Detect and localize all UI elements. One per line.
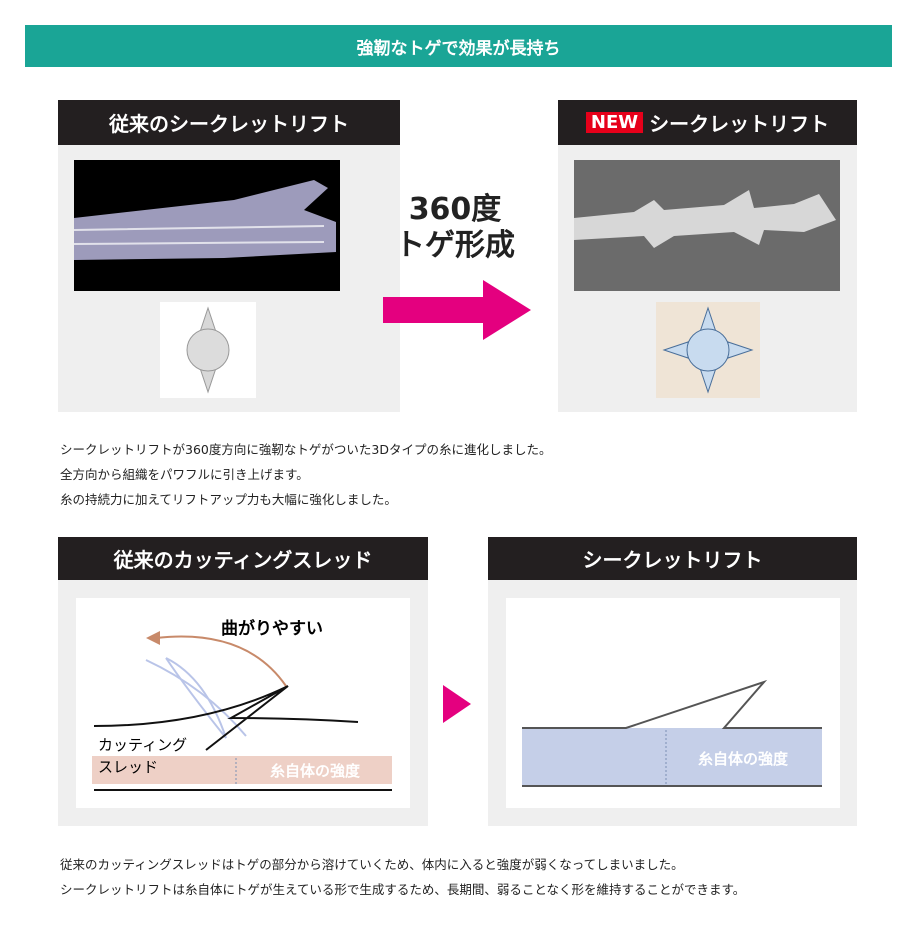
old-thread-photo xyxy=(74,160,340,291)
description-2-line: シークレットリフトは糸自体にトゲが生えている形で生成するため、長期間、弱ることな… xyxy=(60,882,746,897)
new-badge: NEW xyxy=(585,112,644,133)
description-1-line: シークレットリフトが360度方向に強靭なトゲがついた3Dタイプの糸に進化しました… xyxy=(60,442,552,457)
new-thread-title: シークレットリフト xyxy=(649,112,830,136)
right-arrow-icon xyxy=(383,280,531,340)
old-thread-title: 従来のシークレットリフト xyxy=(58,100,400,145)
description-2-line: 従来のカッティングスレッドはトゲの部分から溶けていくため、体内に入ると強度が弱く… xyxy=(60,857,684,872)
bend-label: 曲がりやすい xyxy=(221,619,323,639)
new-thread-panel: NEW シークレットリフト xyxy=(558,100,857,412)
cutting-thread-drawing xyxy=(92,631,392,791)
middle-label-360: 360度 xyxy=(408,192,502,227)
description-1: シークレットリフトが360度方向に強靭なトゲがついた3Dタイプの糸に進化しました… xyxy=(60,437,551,512)
new-thread-title-bar: NEW シークレットリフト xyxy=(558,100,857,145)
old-thread-panel: 従来のシークレットリフト xyxy=(58,100,400,412)
middle-caption: 360度 トゲ形成 xyxy=(385,192,525,264)
cutting-thread-label: カッティング スレッド xyxy=(98,734,187,778)
cutting-thread-panel: 従来のカッティングスレッド 曲がりやすい カッティング スレッド 糸自体の強度 xyxy=(58,537,428,826)
description-1-line: 全方向から組織をパワフルに引き上げます。 xyxy=(60,467,309,482)
middle-label-barb: トゲ形成 xyxy=(395,228,515,263)
left-strength-label: 糸自体の強度 xyxy=(270,762,361,780)
cutting-thread-label-1: カッティング xyxy=(98,736,188,754)
cutting-thread-label-2: スレッド xyxy=(98,758,159,776)
old-cross-section-icon xyxy=(160,302,256,398)
play-triangle-icon xyxy=(443,685,471,723)
section-header: 強靭なトゲで効果が長持ち xyxy=(25,25,892,67)
cutting-thread-diagram: 曲がりやすい カッティング スレッド 糸自体の強度 xyxy=(76,598,410,808)
secret-lift-title: シークレットリフト xyxy=(488,537,857,580)
secret-lift-panel: シークレットリフト 糸自体の強度 xyxy=(488,537,857,826)
secret-lift-diagram: 糸自体の強度 xyxy=(506,598,840,808)
description-2: 従来のカッティングスレッドはトゲの部分から溶けていくため、体内に入ると強度が弱く… xyxy=(60,852,745,902)
new-cross-section-icon xyxy=(656,302,760,398)
right-strength-label: 糸自体の強度 xyxy=(698,750,789,768)
cutting-thread-title: 従来のカッティングスレッド xyxy=(58,537,428,580)
description-1-line: 糸の持続力に加えてリフトアップ力も大幅に強化しました。 xyxy=(60,492,397,507)
secret-lift-drawing xyxy=(522,679,822,787)
new-thread-photo xyxy=(574,160,840,291)
